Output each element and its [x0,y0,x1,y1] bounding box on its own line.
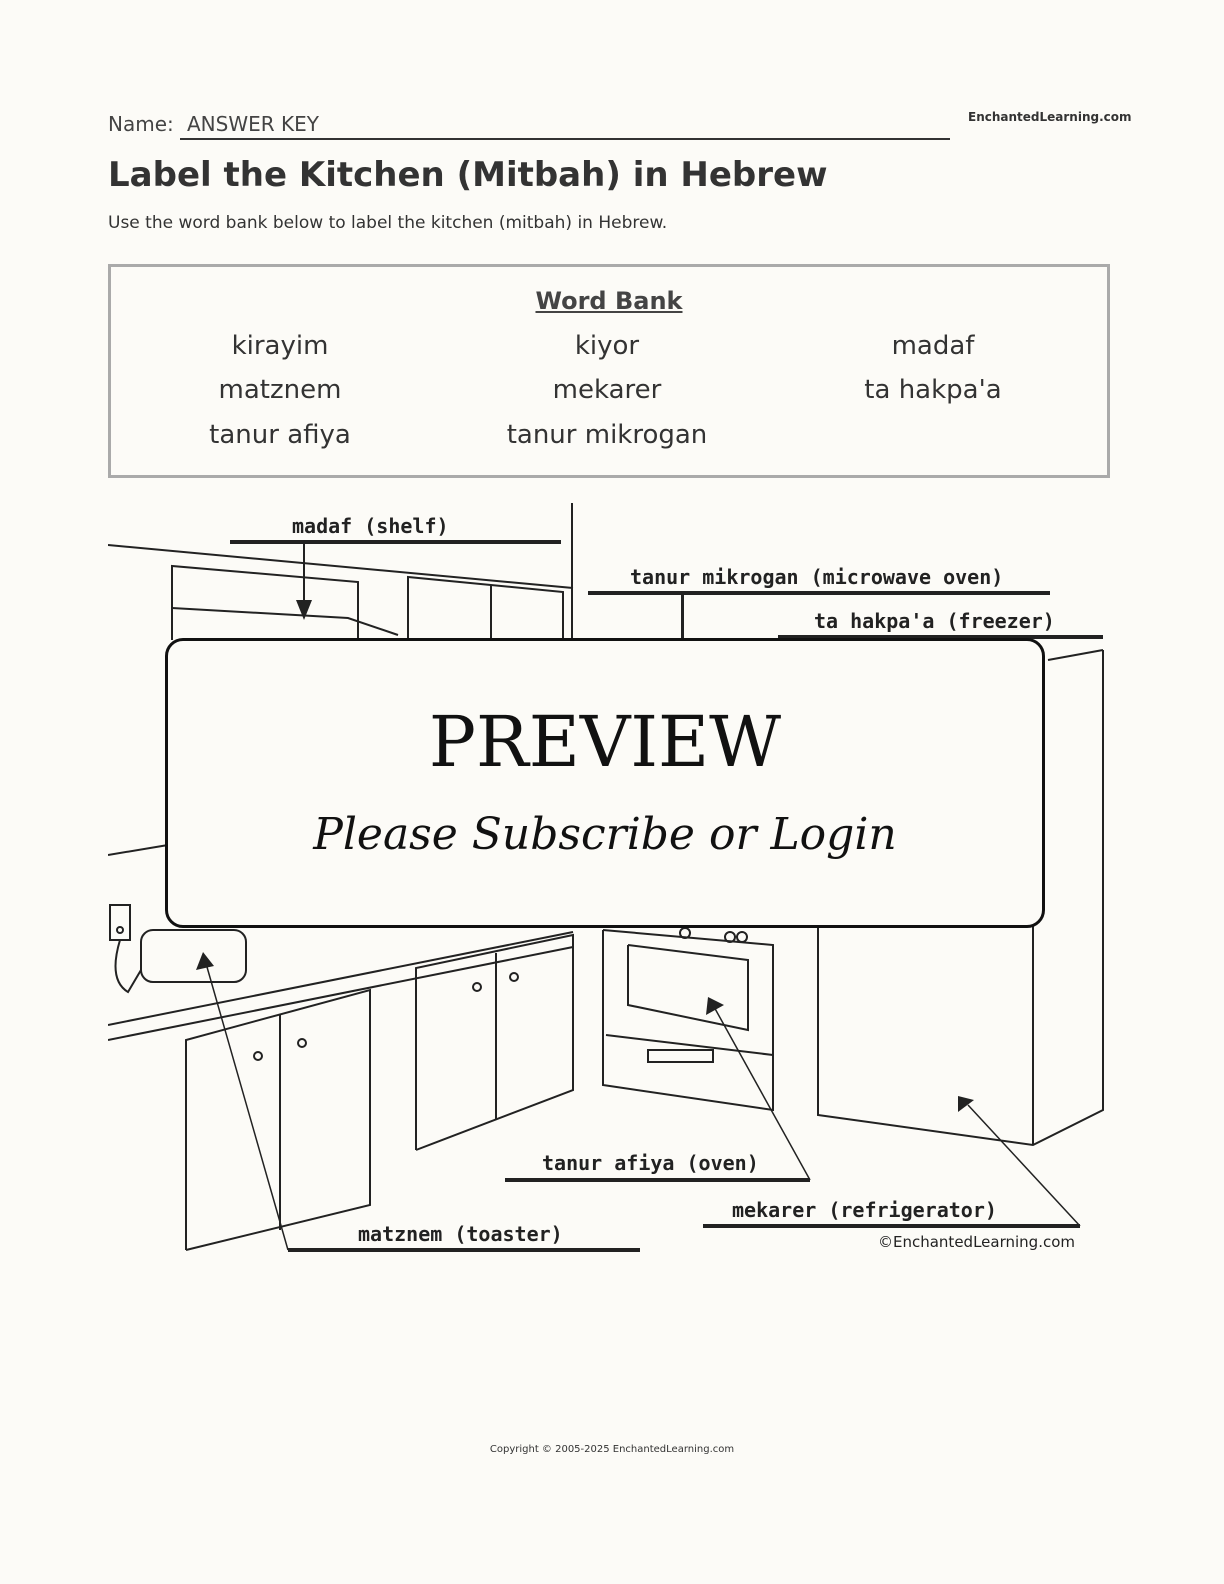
arrow-icon [196,952,214,970]
word-bank: Word Bank kirayim kiyor madaf matznem me… [108,264,1110,478]
copyright: Copyright © 2005-2025 EnchantedLearning.… [489,1444,735,1455]
word-bank-word: tanur mikrogan [506,420,708,450]
arrowheads [196,600,974,1112]
label-toaster: matznem (toaster) [358,1222,563,1246]
label-microwave: tanur mikrogan (microwave oven) [630,565,1003,589]
word-bank-word: kirayim [231,331,329,361]
preview-title: PREVIEW [428,701,782,783]
instructions: Use the word bank below to label the kit… [108,213,668,233]
word-bank-word: madaf [891,331,975,361]
preview-overlay[interactable]: PREVIEW Please Subscribe or Login [165,638,1045,928]
word-bank-word: mekarer [552,375,662,405]
word-bank-word: ta hakpa'a [864,375,1002,405]
subscribe-login-link[interactable]: Please Subscribe or Login [313,809,897,860]
word-bank-title: Word Bank [535,287,683,315]
word-bank-word: tanur afiya [209,420,351,450]
label-oven: tanur afiya (oven) [542,1151,759,1175]
arrow-icon [706,997,724,1015]
label-shelf: madaf (shelf) [292,514,449,538]
name-line [180,138,950,140]
page-title: Label the Kitchen (Mitbah) in Hebrew [108,155,828,195]
label-refrigerator: mekarer (refrigerator) [732,1198,997,1222]
kitchen-drawing [108,503,1104,1251]
label-leaders [204,540,1103,1252]
word-bank-word: matznem [218,375,342,405]
kitchen-diagram: madaf (shelf) tanur mikrogan (microwave … [108,503,1104,1252]
word-bank-word: kiyor [574,331,640,361]
name-value: ANSWER KEY [187,112,319,136]
diagram-credit: ©EnchantedLearning.com [878,1233,1075,1251]
arrow-icon [958,1096,974,1112]
name-label: Name: [108,112,174,136]
label-freezer: ta hakpa'a (freezer) [814,609,1055,633]
site-logo: EnchantedLearning.com [968,110,1132,124]
arrow-icon [296,600,312,620]
